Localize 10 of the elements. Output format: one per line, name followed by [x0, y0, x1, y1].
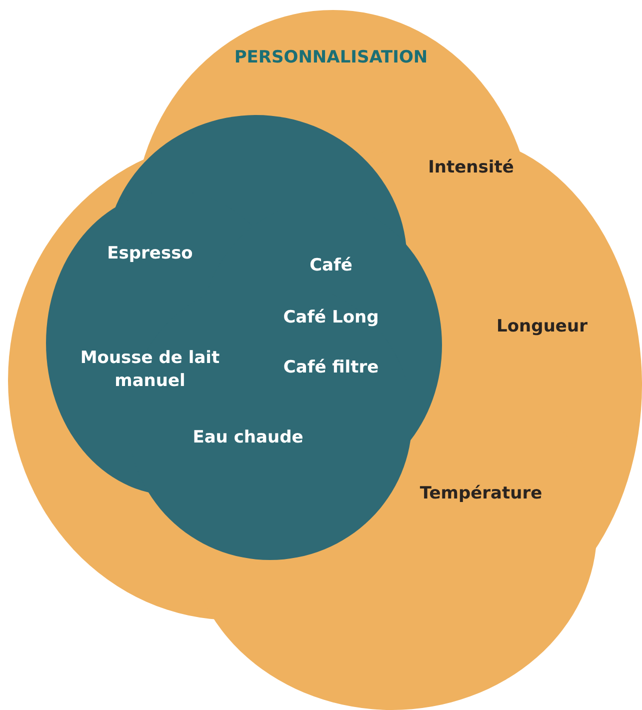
beverage-label: Mousse de lait manuel — [79, 347, 221, 393]
category-heading: PERSONNALISATION — [234, 46, 428, 70]
beverage-label: Espresso — [107, 242, 193, 266]
parameter-label: Longueur — [496, 316, 588, 338]
parameter-label: Température — [420, 482, 542, 506]
beverage-label: Eau chaude — [192, 426, 304, 450]
beverage-label: Café — [310, 254, 352, 278]
beverage-label: Café filtre — [283, 356, 379, 380]
parameter-label: Intensité — [428, 156, 514, 180]
beverage-label: Café Long — [283, 306, 379, 330]
